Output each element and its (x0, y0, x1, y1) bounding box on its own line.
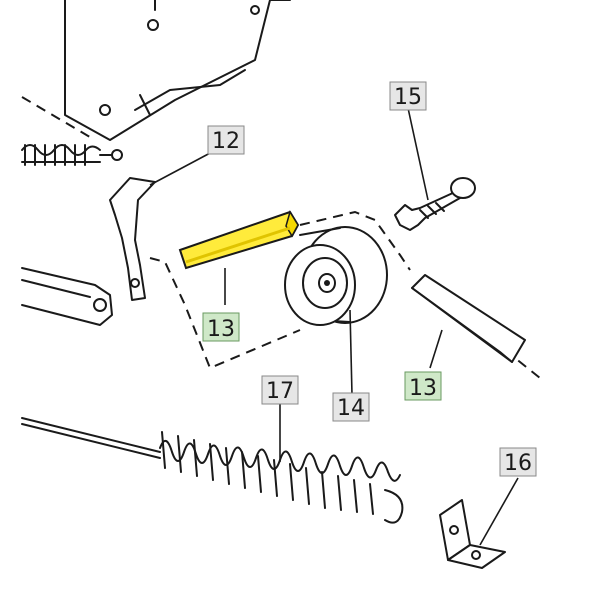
callout-12-text: 12 (212, 129, 240, 154)
callout-17-text: 17 (266, 379, 294, 404)
callout-13-left: 13 (202, 312, 240, 342)
callout-13-left-text: 13 (207, 317, 235, 342)
pivot-arm (21, 267, 113, 326)
callout-14: 14 (332, 392, 370, 422)
callout-16: 16 (499, 447, 537, 477)
angle-bracket (439, 499, 506, 569)
callout-17: 17 (261, 375, 299, 405)
belt-guide-plain (411, 274, 526, 363)
callout-15-text: 15 (394, 85, 422, 110)
small-spring (21, 144, 123, 166)
bolt (394, 177, 476, 231)
callout-14-text: 14 (337, 396, 365, 421)
belt-guide-highlighted (178, 210, 300, 270)
callout-13-right: 13 (404, 371, 442, 401)
tension-spring (21, 417, 404, 524)
bracket (109, 177, 156, 301)
idler-pulley (284, 226, 388, 326)
callout-15: 15 (389, 81, 427, 111)
leader-lines (149, 107, 519, 546)
callout-12: 12 (207, 125, 245, 155)
callout-13-right-text: 13 (409, 376, 437, 401)
callout-16-text: 16 (504, 451, 532, 476)
frame-plate (21, 0, 291, 141)
